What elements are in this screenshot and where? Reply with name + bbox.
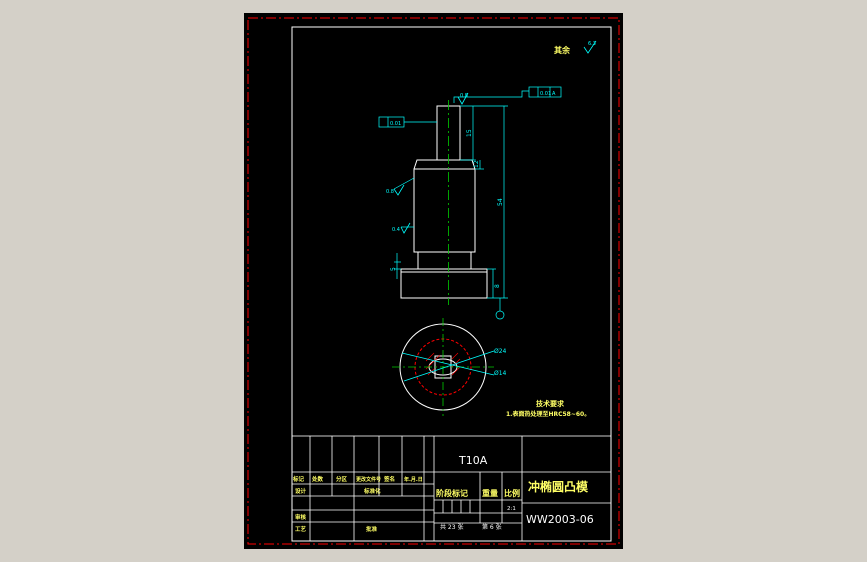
top-view-centerlines bbox=[392, 318, 494, 416]
dim-dia-outer: Ø14 bbox=[494, 370, 507, 377]
dim-15: 15 bbox=[466, 129, 473, 137]
dim-8: 8 bbox=[494, 284, 501, 288]
rest-label: 其余 bbox=[554, 45, 571, 55]
rough-a: 0.8 bbox=[460, 93, 468, 99]
rev-h0: 标记 bbox=[292, 475, 305, 483]
rev-h3: 更改文件号 bbox=[356, 476, 381, 483]
drawing-number: WW2003-06 bbox=[526, 513, 594, 526]
rev-h2: 分区 bbox=[336, 475, 348, 483]
row-review: 审核 bbox=[295, 513, 307, 521]
scale-value: 2:1 bbox=[507, 506, 516, 512]
row-approve: 批准 bbox=[366, 525, 378, 533]
dim-12: 12 bbox=[473, 160, 480, 168]
tolerance-frame-right bbox=[528, 86, 562, 98]
roughness-rest-value: 6.3 bbox=[588, 41, 596, 47]
row-design: 设计 bbox=[295, 487, 307, 495]
sheet-num: 第 6 张 bbox=[482, 523, 502, 531]
tol-left-value: 0.01 bbox=[390, 121, 401, 127]
rough-c: 0.4 bbox=[392, 227, 400, 233]
top-view-hatch bbox=[425, 352, 461, 376]
roughness-rest-symbol bbox=[583, 40, 597, 54]
dimension-lines bbox=[393, 90, 529, 320]
row-standard: 标准化 bbox=[363, 487, 381, 495]
rev-h5: 年.月.日 bbox=[404, 476, 423, 483]
rev-h4: 签名 bbox=[383, 475, 395, 483]
rev-h1: 处数 bbox=[311, 475, 324, 483]
part-name: 冲椭圆凸模 bbox=[528, 479, 589, 494]
row-process: 工艺 bbox=[295, 525, 307, 533]
inner-frame bbox=[291, 26, 612, 542]
dim-dia-inner: Ø24 bbox=[494, 348, 507, 355]
cad-drawing: 其余 6.3 bbox=[247, 17, 620, 545]
roughness-symbols bbox=[393, 92, 469, 234]
punch-front-view bbox=[400, 105, 488, 299]
dim-5: 5 bbox=[390, 267, 397, 271]
material-text: T10A bbox=[458, 454, 488, 467]
tech-title: 技术要求 bbox=[536, 399, 565, 408]
col-scale: 比例 bbox=[504, 488, 520, 498]
drawing-sheet: 其余 6.3 bbox=[244, 13, 623, 549]
col-weight: 重量 bbox=[482, 488, 498, 498]
tol-right-datum: A bbox=[552, 91, 556, 97]
tol-right-value: 0.01 bbox=[540, 91, 551, 97]
col-stage: 阶段标记 bbox=[436, 488, 468, 498]
tech-line1: 1.表面热处理至HRC58~60。 bbox=[506, 410, 590, 418]
outer-border bbox=[247, 17, 620, 545]
tolerance-frame-left bbox=[378, 116, 405, 128]
dim-54: 54 bbox=[497, 198, 504, 206]
rough-b: 0.8 bbox=[386, 189, 394, 195]
top-view-dimension-leaders bbox=[401, 350, 495, 382]
title-block-grid bbox=[291, 435, 612, 542]
sheet-total: 共 23 张 bbox=[440, 523, 463, 531]
